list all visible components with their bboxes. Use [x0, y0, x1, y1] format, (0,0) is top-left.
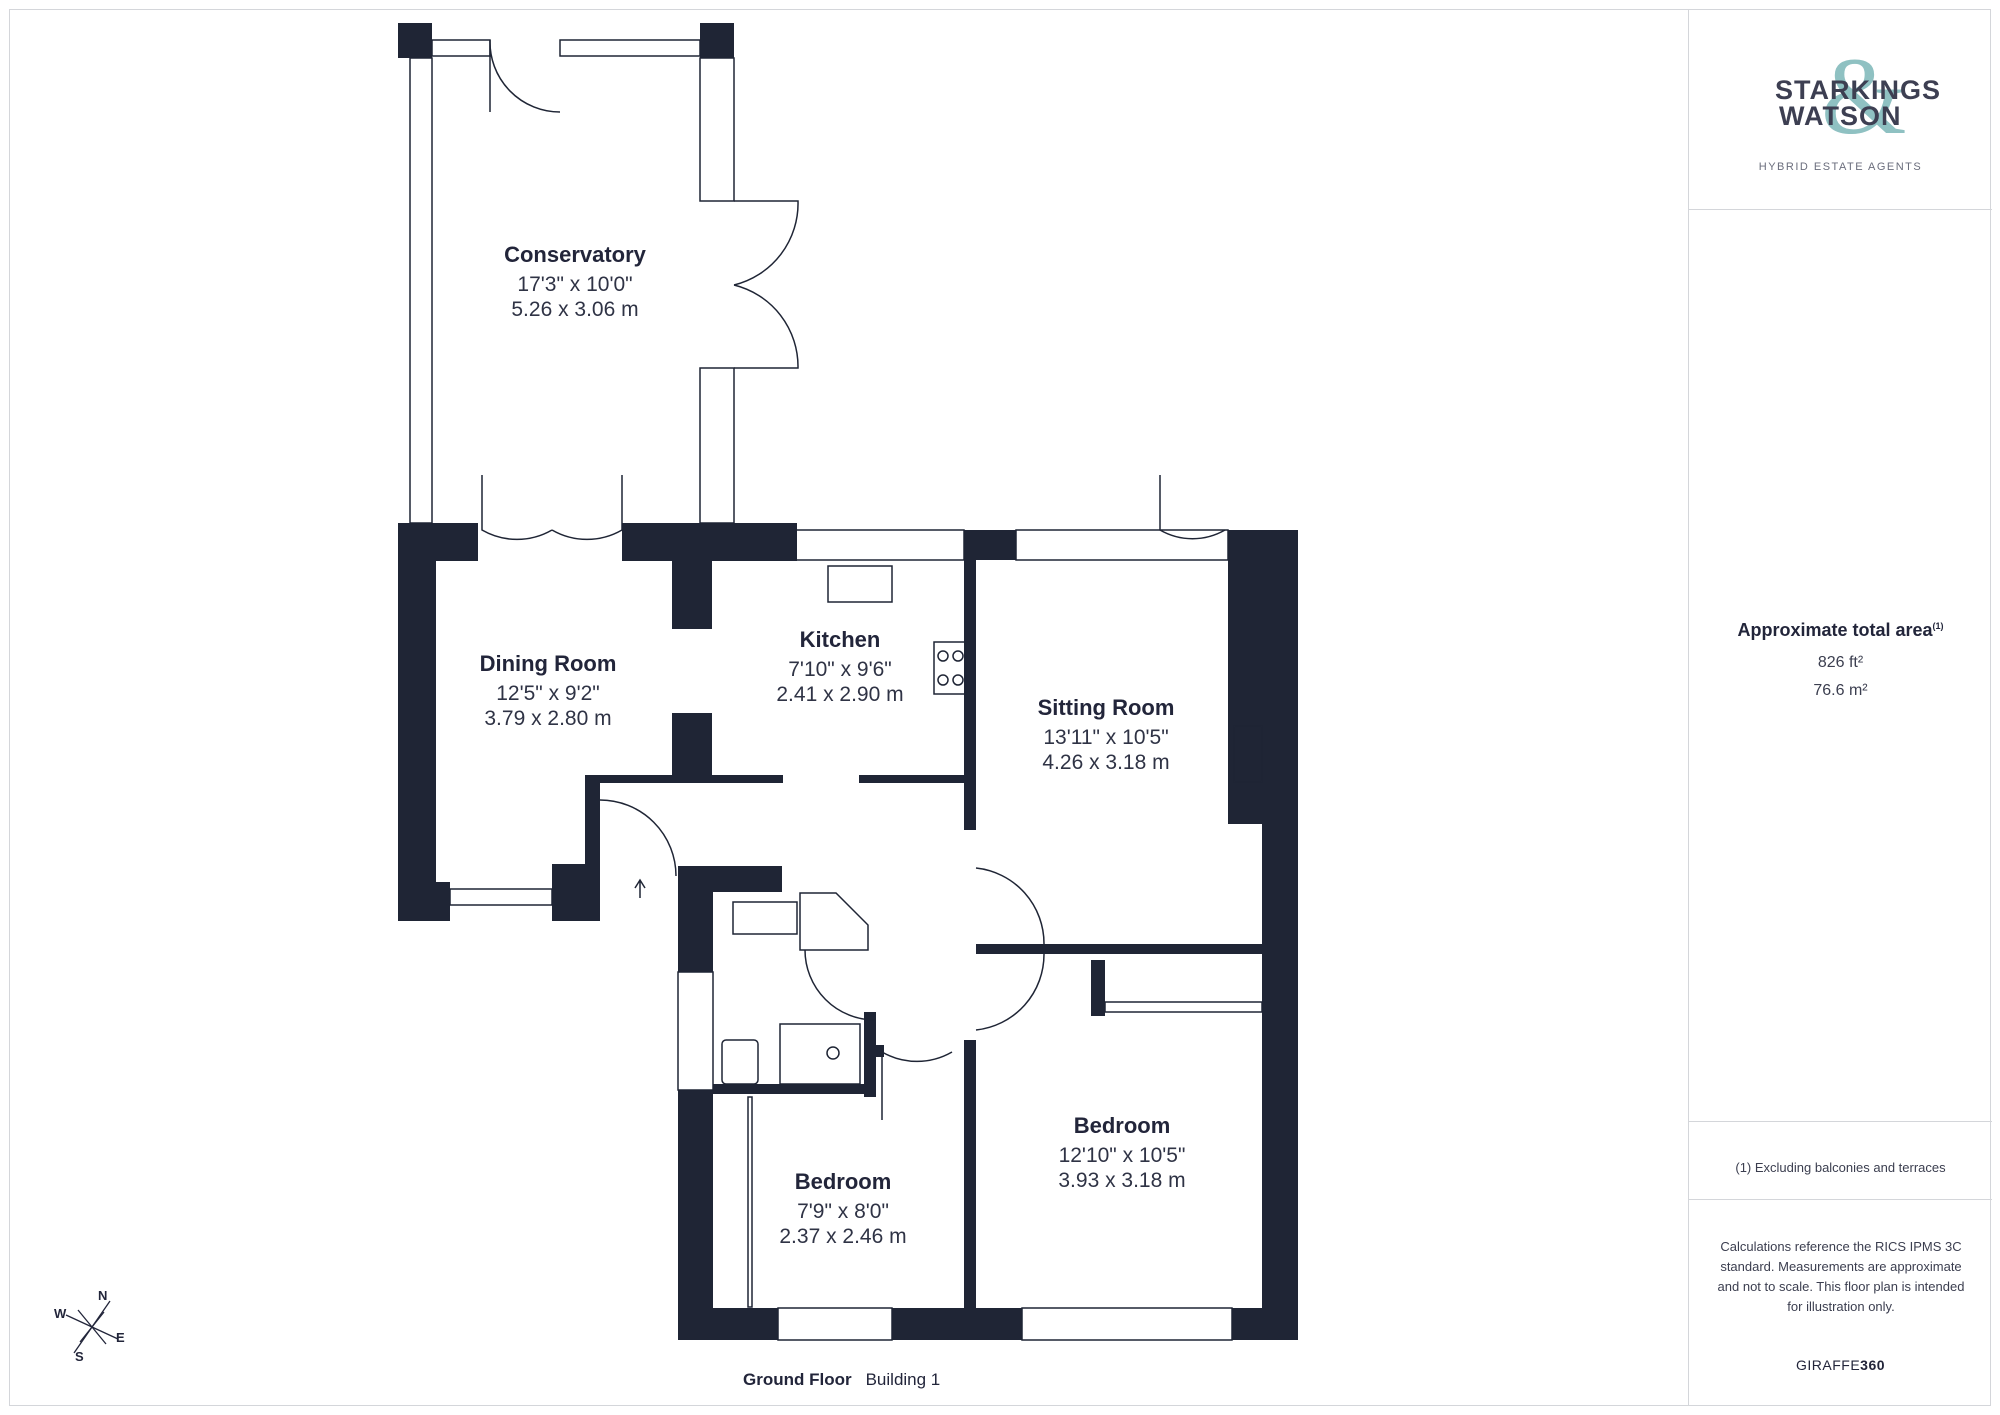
- building-name: Building 1: [865, 1370, 941, 1389]
- room-name-bedroom-1: Bedroom: [1073, 1113, 1171, 1138]
- compass-e: E: [116, 1330, 125, 1345]
- room-imperial-bedroom-2: 7'9" x 8'0": [797, 1200, 889, 1223]
- logo-line-2: WATSON: [1779, 101, 1902, 131]
- area-sqft: 826 ft²: [1817, 654, 1864, 671]
- page-frame: [9, 9, 1991, 1406]
- room-metric-bedroom-1: 3.93 x 3.18 m: [1058, 1169, 1186, 1192]
- logo-line-1: STARKINGS: [1775, 75, 1942, 105]
- area-sqm: 76.6 m²: [1813, 682, 1868, 699]
- compass-s: S: [75, 1349, 84, 1364]
- company-logo: & STARKINGS WATSON HYBRID ESTATE AGENTS: [1689, 41, 1992, 199]
- floor-label: Ground Floor Building 1: [743, 1370, 940, 1390]
- footnote: (1) Excluding balconies and terraces: [1735, 1160, 1946, 1175]
- divider: [1689, 209, 1992, 210]
- logo-wordmark: STARKINGS WATSON: [1775, 75, 1942, 131]
- kitchen-sink: [827, 565, 893, 603]
- info-sidebar: & STARKINGS WATSON HYBRID ESTATE AGENTS …: [1688, 9, 1992, 1406]
- compass-w: W: [54, 1306, 67, 1321]
- area-title-sup: (1): [1932, 621, 1944, 631]
- room-metric-dining-room: 3.79 x 2.80 m: [484, 707, 612, 730]
- walls: [398, 23, 1298, 1340]
- room-name-kitchen: Kitchen: [799, 627, 881, 652]
- room-imperial-sitting-room: 13'11" x 10'5": [1043, 726, 1169, 749]
- room-name-bedroom-2: Bedroom: [794, 1169, 892, 1194]
- hob: [933, 641, 967, 695]
- room-metric-conservatory: 5.26 x 3.06 m: [511, 298, 639, 321]
- vanity: [799, 892, 869, 951]
- compass-n: N: [98, 1288, 108, 1303]
- disclaimer: Calculations reference the RICS IPMS 3C …: [1717, 1239, 1965, 1314]
- room-metric-kitchen: 2.41 x 2.90 m: [776, 683, 904, 706]
- room-imperial-bedroom-1: 12'10" x 10'5": [1058, 1144, 1186, 1167]
- door-swings: [481, 39, 1226, 1120]
- toilet: [721, 1039, 759, 1085]
- room-name-dining-room: Dining Room: [479, 651, 617, 676]
- room-imperial-conservatory: 17'3" x 10'0": [517, 273, 633, 296]
- room-name-sitting-room: Sitting Room: [1037, 695, 1175, 720]
- glazing: [409, 39, 1263, 1341]
- room-name-conservatory: Conservatory: [504, 242, 646, 267]
- logo-tagline: HYBRID ESTATE AGENTS: [1758, 161, 1923, 173]
- brand-mark: GIRAFFE360: [1689, 1357, 1992, 1373]
- divider: [1689, 1121, 1992, 1122]
- floor-name: Ground Floor: [743, 1370, 852, 1389]
- room-metric-sitting-room: 4.26 x 3.18 m: [1042, 751, 1170, 774]
- shower-tray: [779, 1023, 861, 1085]
- brand-prefix: GIRAFFE: [1795, 1357, 1861, 1373]
- room-metric-bedroom-2: 2.37 x 2.46 m: [779, 1225, 907, 1248]
- area-title: Approximate total area(1): [1689, 620, 1992, 641]
- divider: [1689, 1199, 1992, 1200]
- compass-icon: [65, 1300, 119, 1354]
- area-title-text: Approximate total area: [1737, 620, 1933, 640]
- brand-suffix: 360: [1860, 1357, 1886, 1373]
- fireplace: [1233, 725, 1263, 783]
- room-imperial-kitchen: 7'10" x 9'6": [788, 658, 892, 681]
- fixtures: [634, 565, 1263, 1085]
- logo-ampersand: &: [1821, 35, 1907, 157]
- room-imperial-dining-room: 12'5" x 9'2": [496, 682, 600, 705]
- basin: [732, 901, 798, 935]
